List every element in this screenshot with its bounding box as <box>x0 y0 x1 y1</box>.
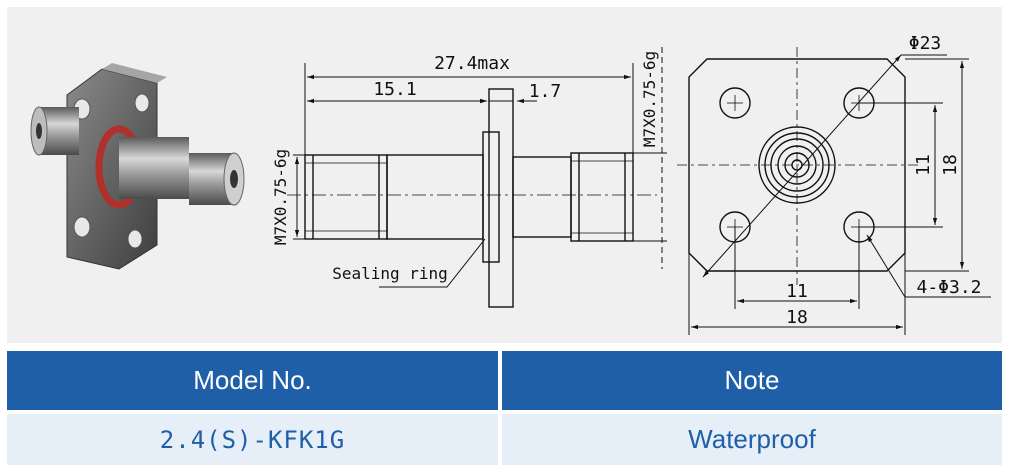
technical-drawing: 27.4max 15.1 1.7 M7X0.75-6g M7X0.75-6g S… <box>30 33 991 335</box>
model-value: 2.4(S)-KFK1G <box>7 414 498 465</box>
hole-spacing-v-label: 11 <box>913 154 934 176</box>
header-model: Model No. <box>7 351 498 410</box>
flange-thickness-label: 1.7 <box>529 81 562 102</box>
diagonal-label: Φ23 <box>909 33 942 54</box>
front-view <box>677 47 919 285</box>
thread-left-label: M7X0.75-6g <box>271 149 290 245</box>
header-note: Note <box>502 351 1002 410</box>
side-view-dimensions <box>293 47 667 288</box>
body-length-label: 15.1 <box>373 79 416 100</box>
front-view-dimensions <box>688 54 991 335</box>
overall-length-label: 27.4max <box>434 53 510 74</box>
drawing-panel: 27.4max 15.1 1.7 M7X0.75-6g M7X0.75-6g S… <box>7 7 1002 343</box>
hole-spacing-h-label: 11 <box>786 281 808 302</box>
note-value: Waterproof <box>502 414 1002 465</box>
flange-size-h-label: 18 <box>786 307 808 328</box>
sealing-ring-label: Sealing ring <box>332 264 448 283</box>
flange-size-v-label: 18 <box>940 154 961 176</box>
hole-callout-label: 4-Φ3.2 <box>916 277 981 298</box>
connector-render <box>30 63 245 270</box>
side-view <box>287 88 657 308</box>
thread-right-label: M7X0.75-6g <box>640 51 659 147</box>
spec-table: Model No. Note 2.4(S)-KFK1G Waterproof <box>7 351 1002 465</box>
